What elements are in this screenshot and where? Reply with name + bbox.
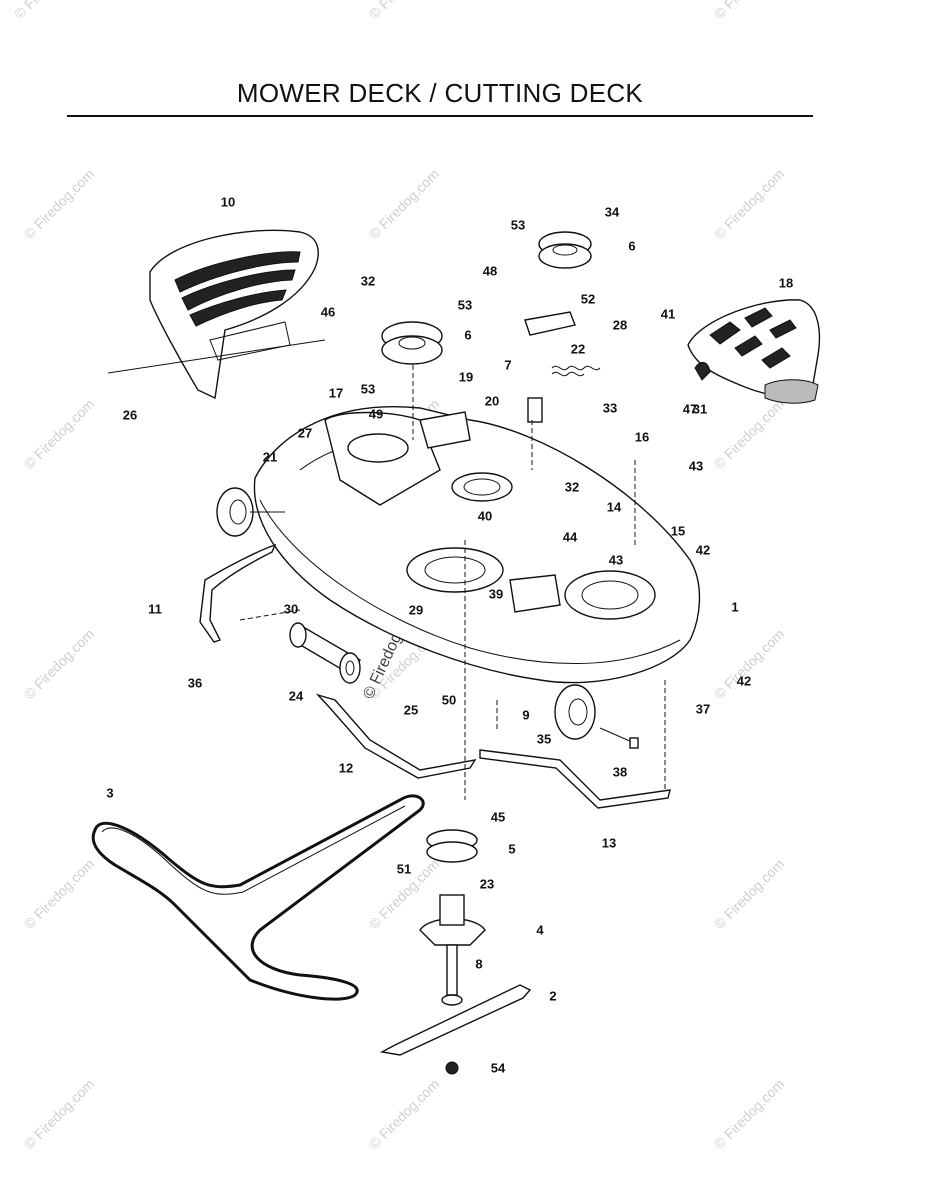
page-title: MOWER DECK / CUTTING DECK — [236, 78, 644, 108]
callout-11: 11 — [148, 601, 162, 616]
callout-13: 13 — [602, 835, 616, 850]
mower-blade — [379, 984, 532, 1056]
callout-43: 43 — [689, 458, 703, 473]
callout-24: 24 — [289, 688, 304, 703]
callout-51: 51 — [397, 861, 411, 876]
belt-cover — [107, 229, 326, 400]
baffle-right — [479, 749, 671, 809]
callout-54: 54 — [491, 1060, 506, 1075]
callout-19: 19 — [459, 369, 473, 384]
callout-14: 14 — [607, 499, 622, 514]
callout-7: 7 — [504, 357, 511, 372]
drive-belt — [91, 794, 425, 1001]
callout-2: 2 — [549, 988, 556, 1003]
callout-12: 12 — [339, 760, 353, 775]
callout-48: 48 — [483, 263, 497, 278]
title-underline — [67, 115, 813, 117]
callout-3: 3 — [106, 785, 113, 800]
baffle-front — [315, 693, 477, 779]
idler-pulley-left — [381, 321, 443, 365]
callout-6: 6 — [464, 327, 471, 342]
watermark-text: © Firedog.com — [711, 166, 787, 242]
tension-spring — [551, 365, 601, 377]
blade-nut — [445, 1061, 459, 1075]
callout-17: 17 — [329, 385, 343, 400]
callout-16: 16 — [635, 429, 649, 444]
callout-4: 4 — [536, 922, 544, 937]
callout-26: 26 — [123, 407, 137, 422]
callout-34: 34 — [605, 204, 620, 219]
callout-31: 31 — [693, 401, 707, 416]
idler-arm — [524, 311, 576, 336]
watermark-text: © Firedog.com — [711, 626, 787, 702]
right-belt-shield — [687, 299, 821, 404]
spindle-pulley — [426, 829, 478, 863]
watermark-text: © Firedog.com — [366, 0, 442, 22]
spindle-assembly — [419, 894, 486, 1006]
callout-20: 20 — [485, 393, 499, 408]
callout-50: 50 — [442, 692, 456, 707]
callout-46: 46 — [321, 304, 335, 319]
callout-53: 53 — [361, 381, 375, 396]
callout-47: 47 — [683, 401, 697, 416]
callout-49: 49 — [369, 406, 383, 421]
watermark-text: © Firedog.com — [711, 396, 787, 472]
callout-41: 41 — [661, 306, 675, 321]
watermark-text: © Firedog.com — [11, 0, 87, 22]
callout-8: 8 — [475, 956, 482, 971]
callout-18: 18 — [779, 275, 793, 290]
callout-32: 32 — [565, 479, 579, 494]
callout-10: 10 — [221, 194, 235, 209]
callout-36: 36 — [188, 675, 202, 690]
watermark-text: © Firedog.com — [21, 166, 97, 242]
baffle-left — [199, 543, 277, 643]
watermark-text: © Firedog.com — [711, 856, 787, 932]
callout-28: 28 — [613, 317, 627, 332]
deck-wheel-right — [554, 684, 639, 749]
anti-scalp-roller — [289, 622, 362, 684]
callout-30: 30 — [284, 601, 298, 616]
callout-52: 52 — [581, 291, 595, 306]
callout-43: 43 — [609, 552, 623, 567]
callout-9: 9 — [522, 707, 529, 722]
callout-27: 27 — [298, 425, 312, 440]
callout-45: 45 — [491, 809, 505, 824]
callout-42: 42 — [737, 673, 751, 688]
watermark-text: © Firedog.com — [366, 1076, 442, 1152]
callout-22: 22 — [571, 341, 585, 356]
callout-23: 23 — [480, 876, 494, 891]
callout-6: 6 — [628, 238, 635, 253]
callout-21: 21 — [263, 449, 277, 464]
deck-wheel-left — [216, 487, 285, 537]
callout-25: 25 — [404, 702, 418, 717]
watermark-text: © Firedog.com — [21, 396, 97, 472]
callout-5: 5 — [508, 841, 515, 856]
watermark-text: © Firedog.com — [711, 0, 787, 22]
watermark-text: © Firedog.com — [21, 856, 97, 932]
callout-29: 29 — [409, 602, 423, 617]
callout-1: 1 — [731, 599, 738, 614]
callout-38: 38 — [613, 764, 627, 779]
watermark-text: © Firedog.com — [711, 1076, 787, 1152]
callout-53: 53 — [511, 217, 525, 232]
watermark-text: © Firedog.com — [21, 626, 97, 702]
callout-42: 42 — [696, 542, 710, 557]
watermark-text: © Firedog.com — [366, 166, 442, 242]
callout-35: 35 — [537, 731, 551, 746]
callout-33: 33 — [603, 400, 617, 415]
idler-pulley-top — [538, 231, 592, 269]
callout-40: 40 — [478, 508, 492, 523]
callout-15: 15 — [671, 523, 685, 538]
callout-32: 32 — [361, 273, 375, 288]
watermark-text: © Firedog.com — [21, 1076, 97, 1152]
cutting-deck-housing — [253, 406, 701, 684]
idler-arm-post — [527, 397, 543, 423]
callout-37: 37 — [696, 701, 710, 716]
callout-44: 44 — [563, 529, 578, 544]
callout-53: 53 — [458, 297, 472, 312]
callout-39: 39 — [489, 586, 503, 601]
